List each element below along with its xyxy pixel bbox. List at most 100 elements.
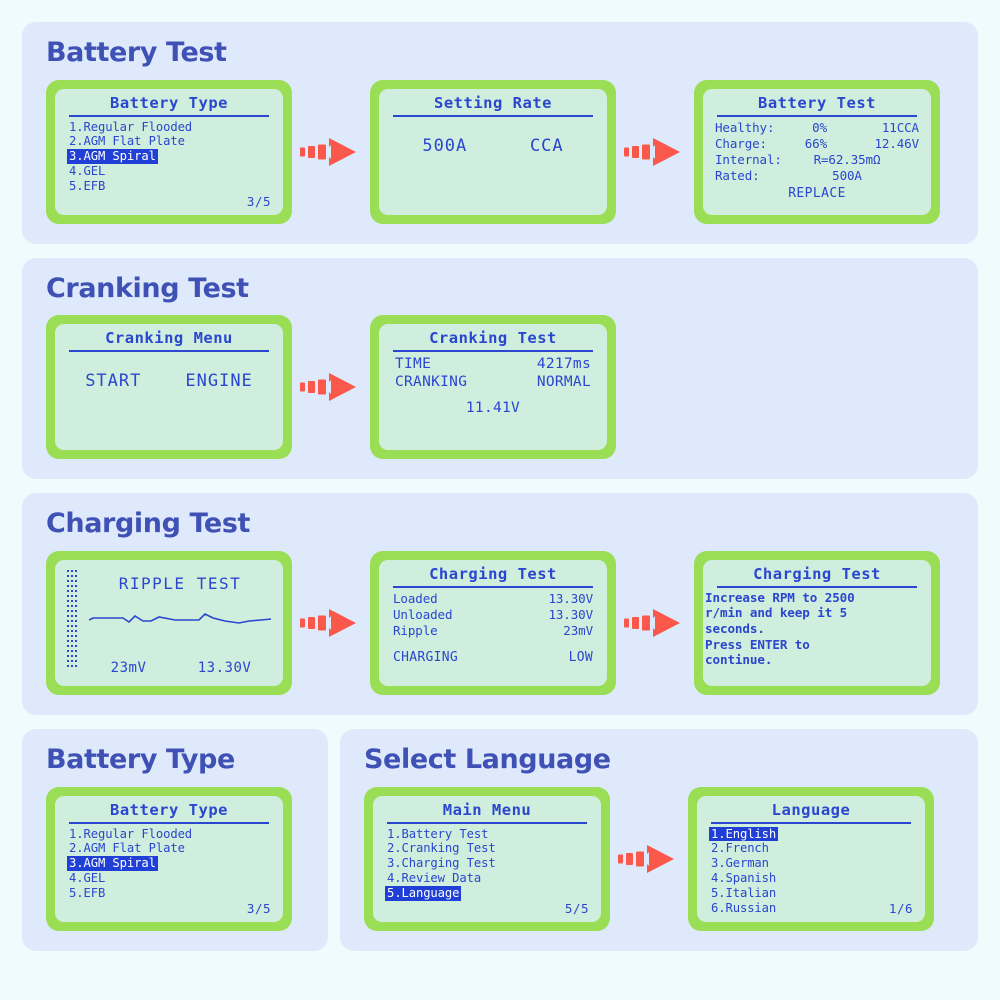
lcd-body: Healthy: 0% 11CCA Charge: 66% 12.46V Int… [703,117,931,203]
bottom-row: Battery Type Battery Type 1.Regular Floo… [22,729,978,951]
ripple-values: 23mV 13.30V [85,660,277,676]
menu-item[interactable]: 5.EFB [69,179,106,193]
cranking-option-start[interactable]: START [85,371,142,392]
flow-arrow-icon [616,132,694,172]
setting-rate-values: 500A CCA [391,120,595,157]
menu-item-selected[interactable]: 3.AGM Spiral [67,149,158,165]
menu-item-selected[interactable]: 3.AGM Spiral [67,856,158,872]
menu-item[interactable]: 2.AGM Flat Plate [69,841,185,856]
cranking-row-status: CRANKING NORMAL [391,373,595,391]
menu-item[interactable]: 4.GEL [69,164,106,179]
charging-value: 23mV [563,623,593,639]
charging-label: Unloaded [393,607,453,623]
lcd-screen-main-menu: Main Menu 1.Battery Test 2.Cranking Test… [373,795,601,922]
lcd-body: 1.English 2.French 3.German 4.Spanish 5.… [697,824,925,916]
lcd-title: Charging Test [753,565,881,584]
lcd-screen-battery-result: Battery Test Healthy: 0% 11CCA Charge: 6… [703,88,931,215]
lcd-title-divider [393,350,593,353]
lcd-title: Language [771,800,851,819]
lcd-title-divider [717,585,917,588]
cranking-row-time: TIME 4217ms [391,355,595,373]
lcd-title-divider [393,585,593,588]
menu-item[interactable]: 1.Battery Test [387,826,489,841]
menu-item[interactable]: 2.French [711,841,769,856]
lcd-screen-language-menu: Language 1.English 2.French 3.German 4.S… [697,795,925,922]
cranking-value: NORMAL [536,374,591,391]
result-value: 66% [804,135,827,151]
charging-label: Loaded [393,590,438,606]
lcd-screen-setting-rate: Setting Rate 500A CCA [379,88,607,215]
result-value: R=62.35mΩ [813,151,881,167]
charging-status-row: CHARGING LOW [391,640,595,667]
section-title-charging-test: Charging Test [46,508,251,540]
lcd-title: Cranking Menu [105,329,233,348]
charging-status-label: CHARGING [393,649,459,665]
menu-list-battery-type: 1.Regular Flooded 2.AGM Flat Plate 3.AGM… [67,120,271,194]
result-verdict: REPLACE [788,185,846,201]
lcd-device-cranking-menu: Cranking Menu START ENGINE [46,315,292,460]
menu-item[interactable]: 2.Cranking Test [387,841,496,856]
result-label: Charge: [715,135,767,151]
lcd-title-divider [393,114,593,117]
page-indicator: 5/5 [564,900,589,916]
flow-arrow-icon [610,839,688,879]
cranking-menu-options: START ENGINE [67,355,271,392]
flow-arrow-icon [292,367,370,407]
instruction-line: Increase RPM to 2500 [705,589,855,605]
charging-value: 13.30V [548,607,593,623]
charging-status-value: LOW [568,649,593,665]
menu-item[interactable]: 1.Regular Flooded [69,119,193,134]
ripple-voltage-value: 13.30V [197,660,252,677]
lcd-title: Cranking Test [429,329,557,348]
ripple-waveform-graph [88,608,272,634]
flow-arrow-icon [292,603,370,643]
lcd-title-divider [711,821,911,824]
charging-row: Unloaded 13.30V [391,607,595,623]
instruction-line: Press ENTER to [705,636,810,652]
lcd-device-charging-instruction: Charging Test Increase RPM to 2500 r/min… [694,551,940,696]
menu-item[interactable]: 5.EFB [69,886,106,901]
menu-list-main: 1.Battery Test 2.Cranking Test 3.Chargin… [385,827,589,901]
lcd-title-divider [69,350,269,353]
page-indicator: 3/5 [246,193,271,209]
menu-list-battery-type-2: 1.Regular Flooded 2.AGM Flat Plate 3.AGM… [67,827,271,901]
result-label: Internal: [715,151,782,167]
lcd-title-divider [69,821,269,824]
result-value: 0% [812,119,827,135]
page-indicator: 1/6 [888,900,913,916]
result-label: Rated: [715,167,760,183]
section-title-select-language: Select Language [364,744,611,776]
cranking-option-engine[interactable]: ENGINE [185,371,253,392]
lcd-screen-cranking-result: Cranking Test TIME 4217ms CRANKING NORMA… [379,324,607,451]
section-select-language: Select Language Main Menu 1.Battery Test… [340,729,978,951]
menu-item[interactable]: 4.Spanish [711,871,777,886]
menu-item[interactable]: 1.Regular Flooded [69,826,193,841]
lcd-device-cranking-result: Cranking Test TIME 4217ms CRANKING NORMA… [370,315,616,460]
menu-item[interactable]: 3.German [711,856,769,871]
cranking-label: TIME [395,356,432,373]
result-label: Healthy: [715,119,775,135]
lcd-body: TIME 4217ms CRANKING NORMAL 11.41V [379,352,607,417]
lcd-title: Battery Test [758,93,876,112]
lcd-device-main-menu: Main Menu 1.Battery Test 2.Cranking Test… [364,786,610,931]
setting-rate-unit[interactable]: CCA [529,135,564,156]
setting-rate-value[interactable]: 500A [422,135,468,156]
menu-item-selected[interactable]: 5.Language [385,886,462,901]
menu-item[interactable]: 4.Review Data [387,871,482,886]
lcd-body: 500A CCA [379,117,607,157]
flow-arrow-icon [292,132,370,172]
menu-item[interactable]: 6.Russian [711,900,777,915]
menu-item[interactable]: 3.Charging Test [387,856,496,871]
result-row: Rated: 500A [715,168,919,184]
result-row: Charge: 66% 12.46V [715,136,919,152]
lcd-body: Increase RPM to 2500 r/min and keep it 5… [703,588,931,668]
lcd-body: 1.Regular Flooded 2.AGM Flat Plate 3.AGM… [55,824,283,901]
menu-item[interactable]: 2.AGM Flat Plate [69,134,185,149]
menu-item[interactable]: 4.GEL [69,871,106,886]
menu-item[interactable]: 5.Italian [711,886,777,901]
menu-item-selected[interactable]: 1.English [709,826,779,842]
charging-row: Loaded 13.30V [391,591,595,607]
section-title-battery-test: Battery Test [46,37,227,68]
lcd-device-setting-rate: Setting Rate 500A CCA [370,79,616,224]
lcd-device-ripple-test: RIPPLE TEST 23mV 13.30V [46,551,292,696]
